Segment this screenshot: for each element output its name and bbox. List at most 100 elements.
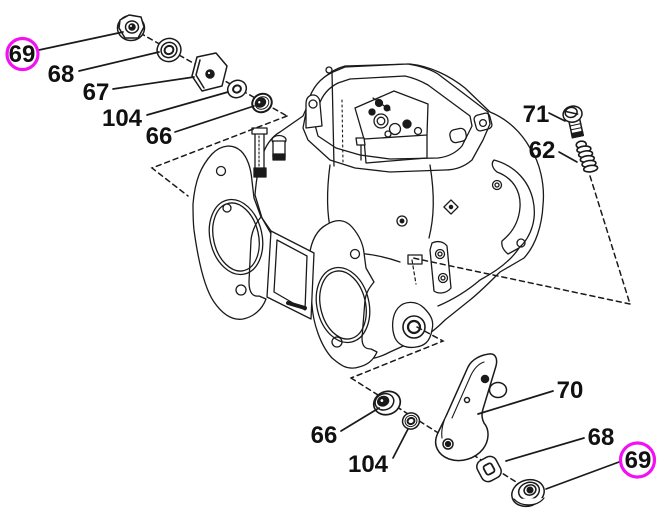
part-washer-top: [226, 79, 248, 99]
rim-corner-tab-hole: [478, 118, 488, 128]
flange-nut-top-glint: [130, 25, 132, 27]
stud-long-band: [253, 167, 267, 178]
lever-inner-edge: [451, 361, 485, 419]
leader-66-top: [174, 105, 255, 133]
callout-labels: 69 68 67 104 66 71 62 66 104 70 68 69: [5, 36, 657, 479]
seal-ring-bore: [255, 97, 267, 108]
bushing-glint: [380, 399, 384, 403]
part-lever-arm: [434, 353, 508, 462]
rim-tower-edge: [331, 71, 335, 167]
web-frame-hatch: [286, 301, 307, 310]
dashed-spring-axis: [589, 175, 631, 305]
washer-bottom-bore: [406, 416, 416, 426]
seal-ring-glint: [258, 101, 261, 104]
callout-66-top: 66: [146, 123, 173, 150]
bushing-bore: [377, 395, 390, 407]
callout-69-bottom: 69: [625, 447, 652, 474]
flange-a-bore-outer: [208, 198, 264, 276]
leader-68-bottom: [505, 437, 585, 462]
bottom-port-inner: [406, 319, 422, 335]
part-flange-nut-top: [116, 14, 146, 42]
rim-tower-hidden-edge: [341, 99, 344, 165]
bottom-boss: [391, 301, 434, 349]
part-washer-bottom: [401, 412, 421, 430]
leader-71: [548, 112, 566, 122]
dashed-right-pointer: [412, 257, 631, 305]
callout-66-bottom: 66: [311, 422, 338, 449]
screw-tip: [570, 130, 584, 139]
callout-68-top: 68: [48, 61, 75, 88]
callout-71: 71: [523, 101, 550, 128]
right-bracket-hole-bottom: [516, 238, 526, 248]
flange-a-plate: [192, 145, 267, 320]
part-hex-cap-nut: [191, 52, 228, 92]
jet-hole-lower: [384, 130, 392, 138]
lever-pin-dark: [480, 374, 490, 384]
callout-69-top: 69: [9, 41, 36, 68]
body-lower-right-edge: [437, 247, 520, 307]
highlight-circle-bottom: [618, 441, 657, 479]
part-seal-ring-top: [251, 92, 273, 114]
flange-a-hole-mid: [222, 203, 232, 213]
jet-hole-dark: [402, 119, 412, 129]
top-rim-inner: [314, 75, 473, 160]
screw-thread-2: [570, 127, 583, 131]
hex-cap-bore: [205, 69, 215, 79]
part-cup-washer-top: [156, 37, 182, 63]
leader-104-top: [146, 91, 229, 116]
cup-washer-top-bore: [163, 44, 175, 56]
flange-nut-top-bore: [128, 23, 136, 31]
dashed-hidden-stud: [411, 259, 417, 285]
lever-roller: [488, 381, 508, 399]
venturi-hole-large-inner: [376, 116, 386, 126]
right-bracket-hole-top: [491, 179, 503, 191]
flange-a-hole-top: [215, 165, 227, 177]
callout-67: 67: [83, 79, 110, 106]
leader-62: [558, 151, 578, 163]
screw-thread-1: [569, 123, 582, 127]
center-box-front-face: [363, 134, 428, 164]
leader-104-bottom: [392, 428, 409, 459]
flange-b-plate: [308, 220, 378, 369]
hex-cap-facet: [195, 59, 205, 89]
flange-b-hole-top: [349, 248, 361, 260]
stud-short-band: [272, 153, 286, 161]
callout-68-bottom: 68: [588, 424, 615, 451]
dashed-top-pointer: [150, 115, 288, 197]
body-edge-a: [261, 217, 272, 232]
lower-tab-hole-top-inner: [437, 251, 443, 257]
part-lock-washer-bottom: [476, 455, 502, 483]
flange-a-hole-bottom: [235, 284, 247, 296]
lock-washer-bore: [482, 462, 496, 476]
hidden-nut-boss: [407, 254, 423, 265]
jet-hole-right: [413, 126, 423, 136]
carburetor-body-drawing: [192, 63, 545, 369]
flange-b-bore-inner: [319, 270, 367, 340]
callout-104-bottom: 104: [348, 451, 389, 478]
flange-b-hole-bottom: [331, 336, 343, 348]
bottom-port-outer: [402, 315, 426, 339]
spring-coil-5: [582, 164, 599, 173]
small-bolt-head: [355, 137, 366, 146]
lower-tab-hole-bottom: [437, 272, 449, 284]
highlight-circle-top: [5, 36, 40, 72]
inlet-post-hole: [308, 99, 318, 109]
rim-side-slot: [449, 127, 468, 144]
venturi-hole-mid: [388, 122, 402, 136]
rim-corner-hole: [325, 66, 333, 74]
leader-68-top: [78, 51, 160, 72]
callout-62: 62: [529, 137, 556, 164]
body-port-small-center: [399, 218, 405, 224]
lower-tab-hole-bottom-inner: [440, 275, 446, 281]
flange-nut-bottom-bore: [526, 486, 534, 494]
diamond-boss-dot: [448, 204, 454, 210]
leader-lines: [38, 31, 620, 490]
inlet-post: [305, 94, 323, 129]
stud-long-cap: [251, 127, 268, 135]
pump-linkage-stroke: [372, 97, 391, 111]
callout-104-top: 104: [102, 105, 143, 132]
hex-cap-glint: [207, 71, 211, 75]
screw-slot: [565, 110, 579, 115]
flange-b-bore-outer: [315, 266, 371, 344]
